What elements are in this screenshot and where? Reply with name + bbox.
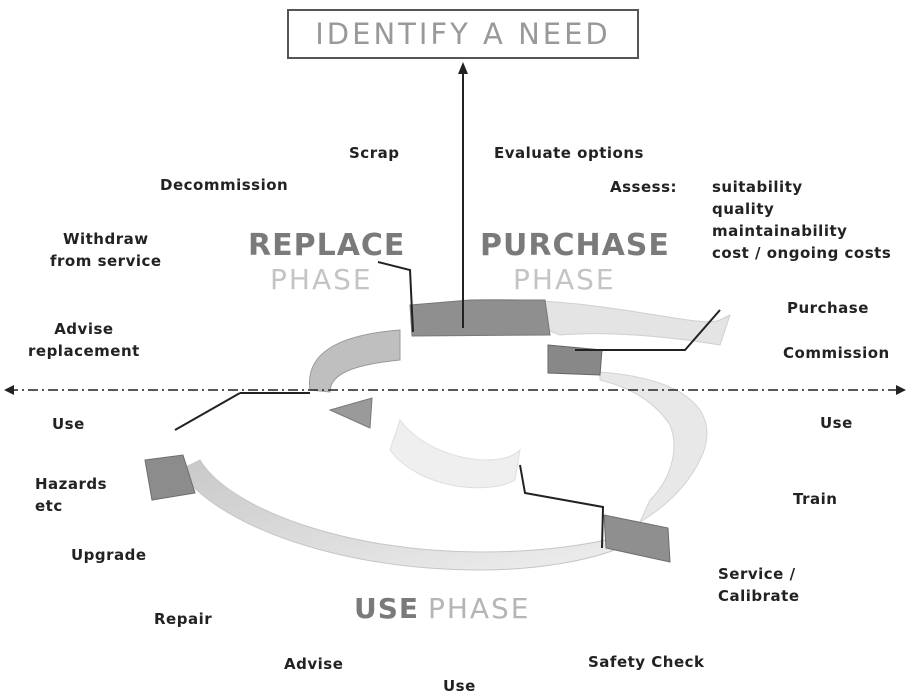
arrow-block-top	[409, 299, 551, 337]
assess-item-maintainability: maintainability	[712, 222, 848, 240]
replace-phase-label: PHASE	[270, 263, 373, 296]
label-withdraw: Withdraw from service	[50, 230, 162, 270]
assess-item-suitability: suitability	[712, 178, 803, 196]
assess-item-cost: cost / ongoing costs	[712, 244, 892, 262]
label-upgrade: Upgrade	[71, 546, 147, 564]
identify-need-box: IDENTIFY A NEED	[287, 9, 639, 59]
identify-need-title: IDENTIFY A NEED	[315, 17, 611, 51]
label-scrap: Scrap	[349, 144, 400, 162]
cycle-ring-right	[599, 371, 708, 524]
purchase-phase-label: PHASE	[513, 263, 616, 296]
arrow-block-left	[144, 454, 196, 501]
label-hazards: Hazards etc	[35, 475, 108, 515]
connector-lines	[174, 72, 721, 549]
purchase-phase-word: PURCHASE	[480, 228, 670, 263]
label-advise: Advise	[284, 655, 344, 673]
cycle-ring-replace	[308, 329, 401, 393]
assess-item-quality: quality	[712, 200, 775, 218]
cycle-ring-inner	[389, 418, 521, 489]
label-safety-check: Safety Check	[588, 653, 705, 671]
divider-arrow-left	[4, 385, 14, 395]
label-service-calibrate: Service / Calibrate	[718, 565, 800, 605]
label-commission: Commission	[783, 344, 890, 362]
label-decommission: Decommission	[160, 176, 289, 194]
divider-arrow-right	[896, 385, 906, 395]
label-train: Train	[793, 490, 838, 508]
use-phase-heading: USE PHASE	[354, 592, 531, 625]
label-assess: Assess:	[610, 178, 677, 196]
use-phase-word: USE	[354, 592, 420, 625]
label-use-left: Use	[52, 415, 85, 433]
label-evaluate-options: Evaluate options	[494, 144, 644, 162]
arrow-head-inner	[328, 397, 373, 429]
label-advise-replacement: Advise replacement	[28, 320, 140, 360]
arrow-block-bottom-right	[603, 514, 671, 563]
cycle-ring-use	[179, 459, 641, 571]
replace-phase-word: REPLACE	[248, 228, 406, 263]
label-use-right: Use	[820, 414, 853, 432]
use-phase-label: PHASE	[427, 592, 531, 625]
label-use-bottom: Use	[443, 677, 476, 695]
arrow-block-purchase	[547, 344, 603, 376]
label-repair: Repair	[154, 610, 213, 628]
label-purchase: Purchase	[787, 299, 869, 317]
arrowhead-up	[458, 62, 468, 74]
